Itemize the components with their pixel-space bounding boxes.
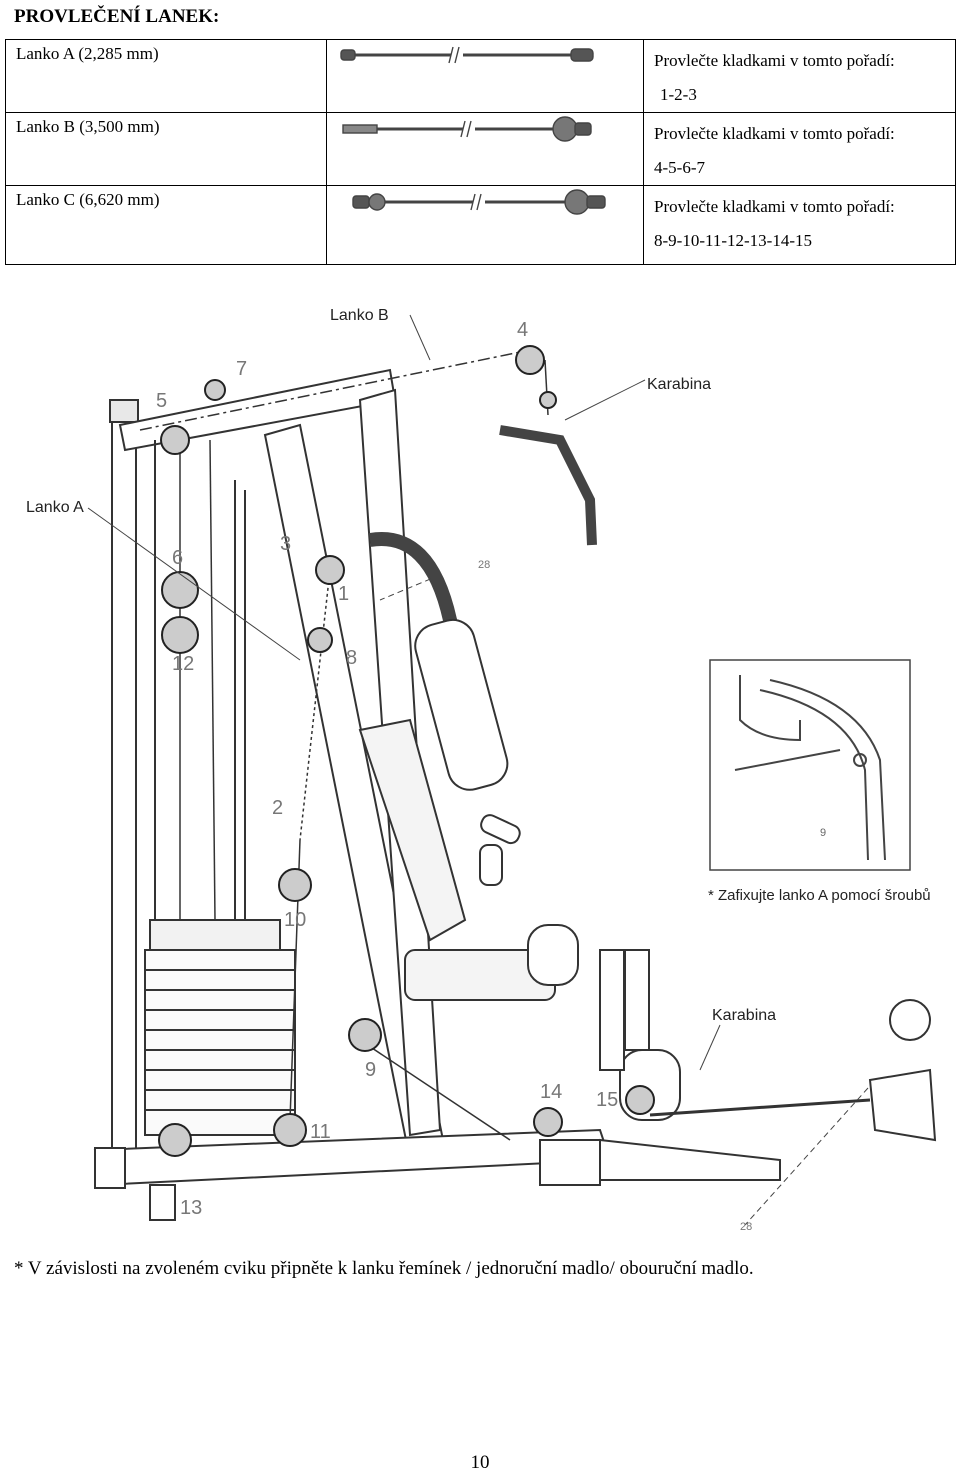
karabina-bottom-label: Karabina	[712, 1007, 776, 1024]
part-28-top-label: 28	[478, 559, 490, 571]
cable-instruction: Provlečte kladkami v tomto pořadí:	[654, 51, 895, 70]
cable-name: Lanko B (3,500 mm)	[5, 112, 327, 186]
page-heading: PROVLEČENÍ LANEK:	[14, 6, 220, 27]
pulley-number: 5	[156, 390, 167, 412]
inset-detail-frame	[709, 659, 911, 871]
footnote: * V závislosti na zvoleném cviku připnět…	[14, 1258, 754, 1279]
page-number: 10	[470, 1452, 490, 1473]
cable-row-a: Lanko A (2,285 mm) Provlečte kladkami v …	[5, 39, 956, 113]
cable-b-illustration	[326, 112, 644, 186]
pulley-number: 13	[180, 1197, 202, 1219]
pulley-number: 4	[517, 319, 528, 341]
cable-name: Lanko A (2,285 mm)	[5, 39, 327, 113]
cable-order: 1-2-3	[660, 85, 697, 104]
pulley-number: 14	[540, 1081, 562, 1103]
home-gym-diagram: 9 Lanko B Lanko A Karabina Karabina * Za…	[26, 307, 937, 1233]
part-28-bottom-label: 28	[740, 1221, 752, 1233]
cable-instruction-cell: Provlečte kladkami v tomto pořadí: 1-2-3	[643, 39, 956, 113]
lanko-a-label: Lanko A	[26, 499, 84, 516]
pulley-number: 15	[596, 1089, 618, 1111]
cable-order: 4-5-6-7	[654, 158, 705, 177]
pulley-number: 10	[284, 909, 306, 931]
pulley-number: 11	[310, 1121, 331, 1143]
cable-row-c: Lanko C (6,620 mm) Provlečte kladkami v …	[5, 185, 956, 265]
cable-row-b: Lanko B (3,500 mm) Provlečte kladkami v …	[5, 112, 956, 186]
pulley-number: 1	[338, 583, 349, 605]
inset-note: * Zafixujte lanko A pomocí šroubů	[708, 887, 931, 904]
pulley-number: 3	[280, 533, 291, 555]
cable-instruction-cell: Provlečte kladkami v tomto pořadí: 8-9-1…	[643, 185, 956, 265]
lanko-b-label: Lanko B	[330, 307, 389, 324]
inset-part-label: 9	[820, 827, 826, 839]
cable-c-illustration	[326, 185, 644, 265]
cable-instruction-cell: Provlečte kladkami v tomto pořadí: 4-5-6…	[643, 112, 956, 186]
karabina-top-label: Karabina	[647, 376, 711, 393]
cable-instruction: Provlečte kladkami v tomto pořadí:	[654, 124, 895, 143]
pulley-number: 8	[346, 647, 357, 669]
pulley-number: 7	[236, 358, 247, 380]
cable-table: Lanko A (2,285 mm) Provlečte kladkami v …	[5, 39, 956, 265]
pulley-number: 6	[172, 547, 183, 569]
pulley-number: 9	[365, 1059, 376, 1081]
pulley-number: 2	[272, 797, 283, 819]
pulley-number: 12	[172, 653, 194, 675]
cable-order: 8-9-10-11-12-13-14-15	[654, 231, 812, 250]
cable-instruction: Provlečte kladkami v tomto pořadí:	[654, 197, 895, 216]
cable-a-illustration	[326, 39, 644, 113]
cable-name: Lanko C (6,620 mm)	[5, 185, 327, 265]
